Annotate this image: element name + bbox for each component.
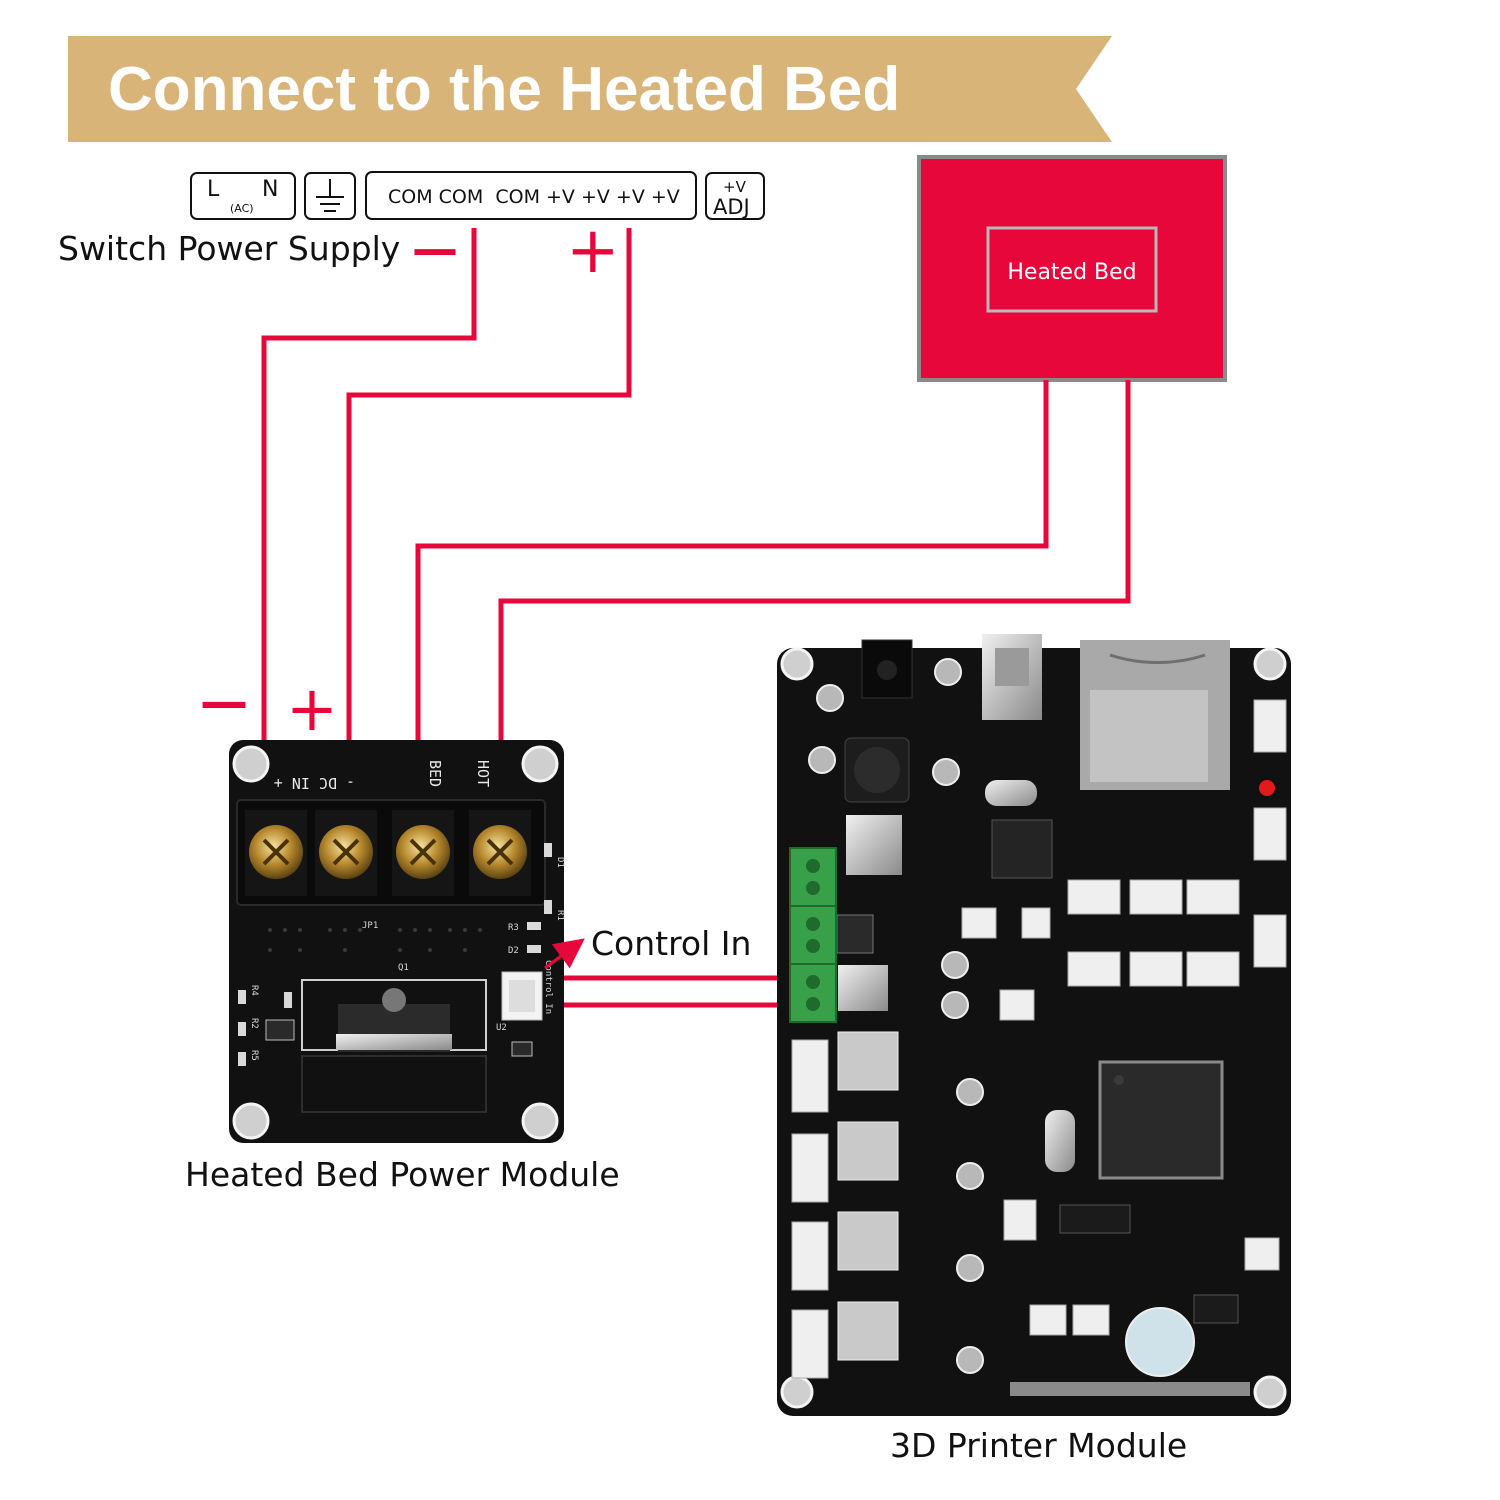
screw-terminal-block: [236, 799, 546, 906]
microcontroller: [1098, 1060, 1224, 1180]
capacitors: [808, 658, 984, 1374]
control-in-callout: Control In: [544, 924, 751, 970]
smd-components: [238, 843, 552, 1066]
banner-ribbon: [68, 36, 1112, 142]
ac-input-terminal: [190, 172, 296, 220]
silk-r2: R2: [249, 1018, 259, 1029]
power-module: — + - DC IN + BED HOT: [185, 672, 620, 1194]
wire-psu-positive: [346, 228, 632, 740]
dc-jack: [861, 639, 913, 699]
mounting-hole: [521, 1102, 559, 1140]
printer-board: [777, 648, 1291, 1416]
power-supply-terminals: L (AC) N COM COM COM +V +V +V +V +V ADJ …: [58, 171, 765, 288]
mounting-hole: [780, 647, 814, 681]
crystal-oscillator: [1045, 1110, 1075, 1172]
wires: [261, 228, 1131, 1008]
ac-sub-label: (AC): [230, 202, 254, 215]
mounting-hole: [232, 745, 270, 783]
buzzer: [1125, 1307, 1195, 1377]
stepper-heatsinks: [837, 1031, 899, 1361]
heated-bed-label: Heated Bed: [1007, 260, 1136, 285]
silk-dc-in: - DC IN +: [274, 774, 355, 792]
wire-bed-2: [498, 380, 1131, 740]
mounting-hole: [232, 1102, 270, 1140]
title-banner: Connect to the Heated Bed: [68, 36, 1112, 142]
wire-psu-negative: [261, 228, 477, 740]
heated-bed-label-box: [986, 226, 1158, 313]
ground-icon: [316, 179, 344, 212]
dc-output-labels: COM COM COM +V +V +V +V: [388, 186, 680, 208]
crystal-oscillator: [985, 780, 1037, 806]
silk-bed: BED: [426, 760, 444, 787]
module-vias: [268, 928, 482, 952]
psu-minus-sign: —: [412, 222, 458, 276]
silk-r5: R5: [249, 1050, 259, 1061]
mounting-hole: [1253, 1375, 1287, 1409]
ac-n-label: N: [262, 177, 278, 202]
ribbon-connector: [1010, 1382, 1250, 1396]
sd-card-slot: [1080, 640, 1230, 790]
heated-bed: Heated Bed: [917, 155, 1227, 382]
printer-module-label: 3D Printer Module: [890, 1426, 1187, 1465]
silk-r3: R3: [508, 923, 519, 933]
module-plus-sign: +: [286, 672, 338, 745]
jst-connectors: [791, 699, 1287, 1379]
silk-hot: HOT: [474, 760, 492, 787]
silk-q1: Q1: [398, 963, 409, 973]
silk-r4: R4: [249, 985, 259, 996]
banner-title: Connect to the Heated Bed: [108, 55, 900, 124]
mounting-hole: [521, 745, 559, 783]
usb-port: [982, 634, 1042, 720]
voltage-regulators: [836, 815, 902, 1011]
pin-header: [1059, 1204, 1239, 1324]
inductor: [844, 737, 910, 803]
control-in-label: Control In: [591, 924, 751, 963]
ac-l-label: L: [207, 177, 220, 202]
ic-chip: [991, 819, 1053, 879]
dc-output-terminal: [365, 171, 697, 220]
silk-jp1: JP1: [362, 921, 378, 931]
adj-top-label: +V: [723, 178, 747, 196]
adj-terminal: [705, 172, 765, 220]
wire-bed-1: [415, 380, 1049, 740]
adj-bottom-label: ADJ: [713, 195, 750, 219]
control-in-arrow: [544, 938, 585, 970]
green-terminal-blocks: [789, 847, 837, 1023]
power-module-label: Heated Bed Power Module: [185, 1155, 620, 1194]
silk-r1: R1: [555, 910, 565, 921]
silk-d2: D2: [508, 946, 519, 956]
silk-d1: D1: [555, 857, 565, 868]
module-minus-sign: —: [200, 674, 248, 730]
power-supply-label: Switch Power Supply: [58, 229, 400, 268]
mounting-hole: [780, 1375, 814, 1409]
psu-plus-sign: +: [566, 214, 620, 288]
mounting-hole: [1253, 647, 1287, 681]
mosfet: [301, 979, 487, 1113]
silk-u2: U2: [496, 1023, 507, 1033]
status-led: [1259, 780, 1275, 796]
silk-control-in: Control In: [543, 960, 553, 1014]
printer-module: 3D Printer Module: [777, 634, 1291, 1465]
control-in-connector[interactable]: [501, 971, 543, 1021]
